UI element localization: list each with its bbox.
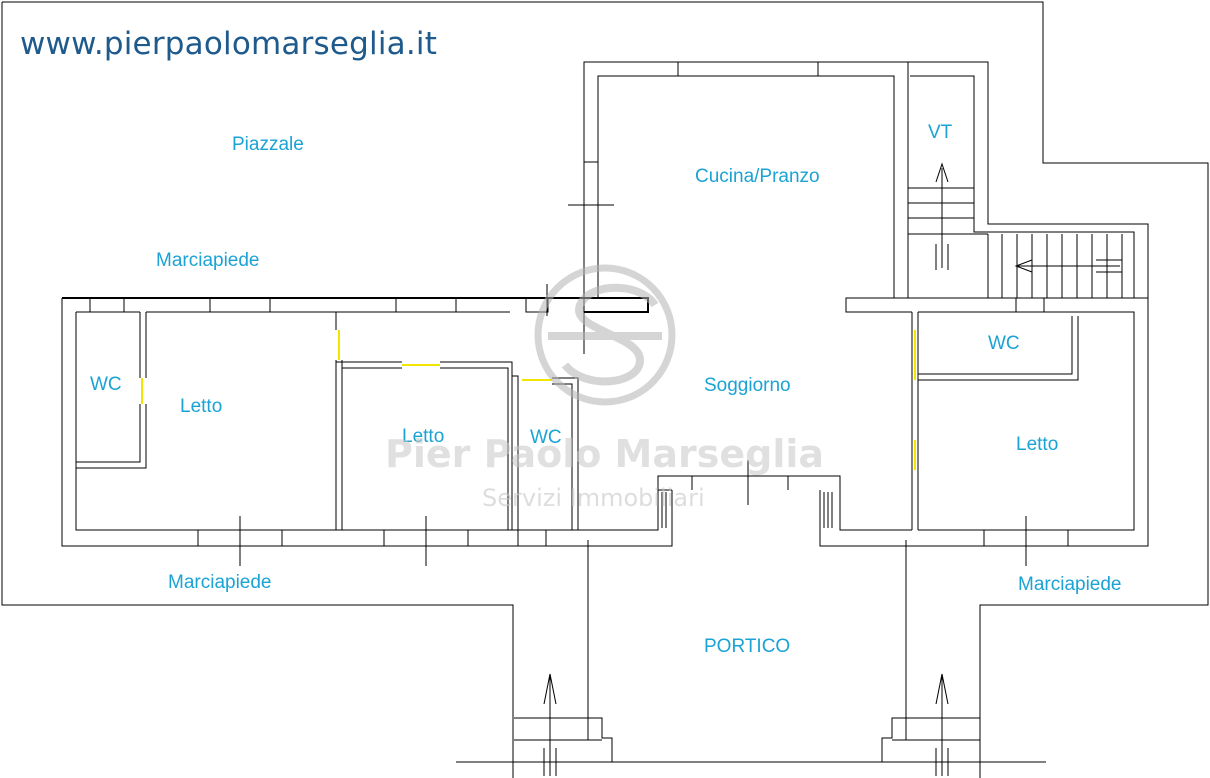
- room-label-letto-right: Letto: [1016, 434, 1059, 455]
- wc-right-wall: [918, 316, 1079, 381]
- vt-wall: [908, 61, 1149, 298]
- room-label-wc-left: WC: [90, 374, 122, 395]
- kitchen-wall: [597, 75, 895, 299]
- room-label-soggiorno: Soggiorno: [704, 375, 791, 396]
- room-label-marciapiede-top: Marciapiede: [156, 250, 260, 271]
- room-label-portico: PORTICO: [704, 636, 791, 657]
- room-label-marciapiede-bottom-left: Marciapiede: [168, 572, 272, 593]
- house-exterior-wall: [819, 297, 1149, 547]
- room-label-cucina-pranzo: Cucina/Pranzo: [695, 166, 820, 187]
- website-url[interactable]: www.pierpaolomarseglia.it: [20, 26, 438, 62]
- lot-boundary-left: [1, 2, 514, 778]
- stair-arrow-icon: [935, 162, 1122, 273]
- watermark-subtitle: Servizi Immobiliari: [482, 484, 705, 512]
- wc-right-wall: [918, 316, 1073, 375]
- wc-left-wall: [76, 404, 147, 469]
- room-label-wc-top-right: WC: [988, 333, 1020, 354]
- watermark-name: Pier Paolo Marseglia: [385, 432, 825, 476]
- kitchen-window: [677, 61, 819, 77]
- house-exterior-wall: [61, 298, 673, 547]
- pp-marseglia-logo-icon: [534, 264, 676, 406]
- house-exterior-wall: [918, 311, 1135, 531]
- house-exterior-wall: [75, 312, 912, 531]
- wc-left-wall: [76, 404, 141, 463]
- room-label-marciapiede-bottom-right: Marciapiede: [1018, 574, 1122, 595]
- vt-wall: [910, 75, 1135, 298]
- house-exterior-wall: [62, 297, 649, 313]
- entrance-arrow-icon: [543, 673, 949, 776]
- room-label-piazzale: Piazzale: [232, 134, 304, 155]
- room-label-wc-middle: WC: [530, 427, 562, 448]
- room-label-vt: VT: [928, 122, 953, 143]
- room-label-letto-left: Letto: [180, 396, 223, 417]
- room-label-letto-middle: Letto: [402, 426, 445, 447]
